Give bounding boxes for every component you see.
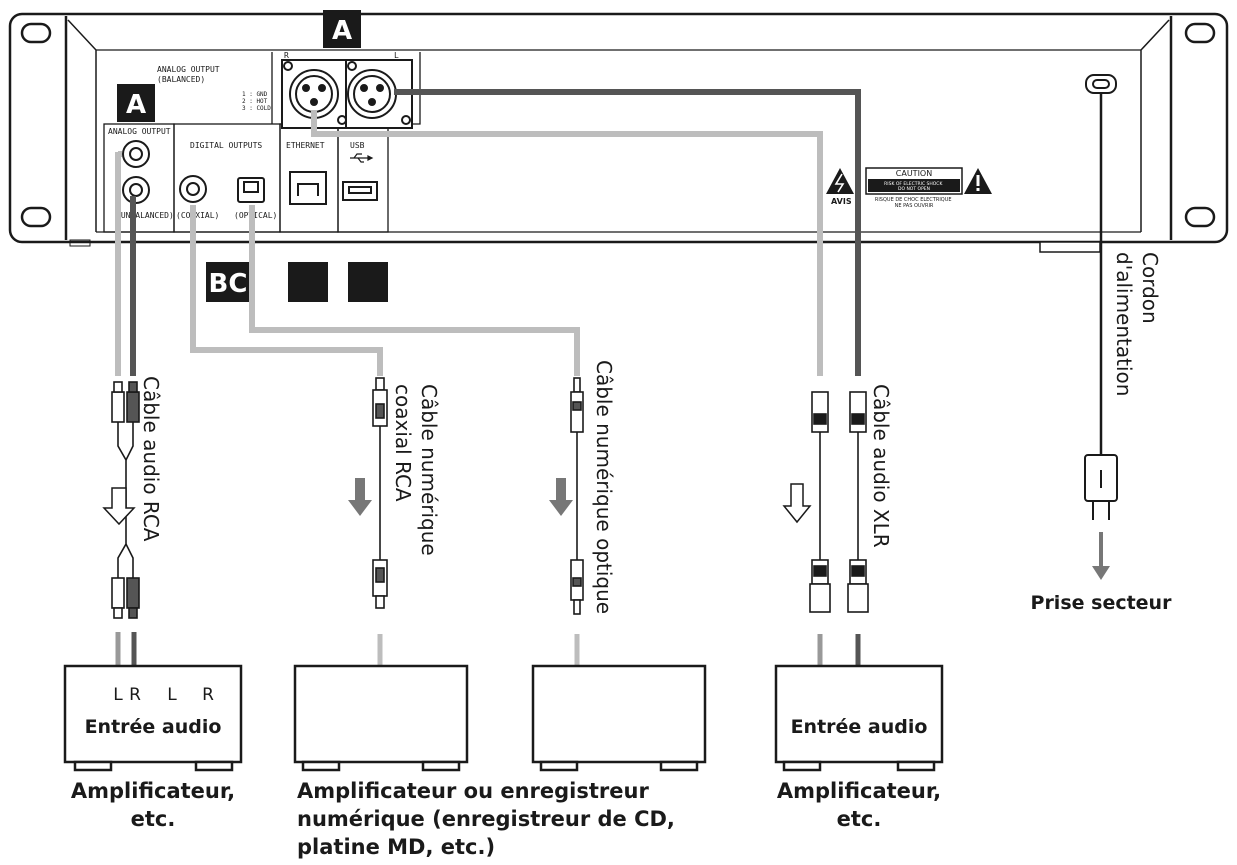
svg-text:A: A (126, 90, 146, 120)
ethernet-label: ETHERNET (286, 141, 325, 150)
channel-label-l2: L (167, 685, 177, 705)
power-cord-label-line1: Cordon (1138, 252, 1162, 324)
ethernet-port (289, 171, 327, 205)
usb-port (342, 181, 378, 201)
xlr-pinout-label: 1 : GND 2 : HOT 3 : COLD (242, 91, 271, 112)
xlr-l-label: L (394, 51, 399, 60)
coaxial-direction-arrow-icon (348, 478, 372, 516)
rca-cable-plugs (111, 381, 140, 619)
optical-label: (OPTICAL) (234, 211, 277, 220)
rca-jack-l (122, 140, 150, 168)
rack-hole-tl (20, 22, 52, 44)
device-box-middle-2 (531, 664, 707, 772)
middle-caption-line3: platine MD, etc.) (297, 835, 495, 859)
rca-cable-label: Câble audio RCA (139, 376, 163, 542)
power-inlet (1085, 74, 1117, 94)
coax-cable-label-line2: coaxial RCA (391, 384, 415, 502)
rack-hole-bl (20, 206, 52, 228)
optical-cable-upper (249, 205, 580, 376)
channel-label-l1: L (113, 685, 123, 705)
left-device-input-label: Entrée audio (85, 716, 222, 738)
rack-hole-br (1184, 206, 1216, 228)
xlr-r-label: R (284, 51, 289, 60)
svg-text:BC: BC (209, 269, 248, 299)
right-caption-line2: etc. (837, 807, 882, 831)
device-box-middle-1 (293, 664, 469, 772)
analog-output-label: ANALOG OUTPUT (108, 127, 171, 136)
right-caption-line1: Amplificateur, (777, 779, 941, 803)
xlr-direction-arrow-icon (782, 483, 812, 524)
xlr-output-l (345, 59, 413, 129)
device-box-left (63, 664, 243, 772)
avis-label: AVIS (831, 197, 852, 206)
device-box-right (774, 664, 944, 772)
xlr-cable-plugs (809, 391, 869, 613)
xlr-cable-l-upper (394, 89, 861, 376)
badge-a-left: A (117, 84, 155, 122)
power-arrow-icon (1092, 532, 1110, 580)
svg-text:A: A (332, 16, 352, 46)
optical-cable-label: Câble numérique optique (592, 360, 616, 614)
left-caption-line1: Amplificateur, (71, 779, 235, 803)
optical-direction-arrow-icon (549, 478, 573, 516)
left-caption-line2: etc. (131, 807, 176, 831)
digital-outputs-label: DIGITAL OUTPUTS (190, 141, 262, 150)
rack-hole-tr (1184, 22, 1216, 44)
badge-block-1 (288, 262, 328, 302)
badge-block-2 (348, 262, 388, 302)
badge-a-top: A (323, 10, 361, 48)
caution-label: AVIS CAUTION RISK OF ELECTRIC SHOCK DO N… (826, 167, 992, 209)
channel-label-r1: R (129, 685, 141, 705)
middle-caption-line2: numérique (enregistreur de CD, (297, 807, 675, 831)
caution-title: CAUTION (896, 169, 932, 178)
mains-outlet-label: Prise secteur (1031, 592, 1173, 614)
unbalanced-label: (UNBALANCED) (116, 211, 174, 220)
coax-cable-label-line1: Câble numérique (417, 384, 441, 556)
usb-icon (350, 153, 374, 163)
rca-direction-arrow-icon (102, 487, 136, 526)
xlr-cable-label: Câble audio XLR (869, 384, 893, 548)
coaxial-label: (COAXIAL) (176, 211, 219, 220)
badge-bc: BC (206, 262, 250, 302)
coaxial-cable-upper (190, 205, 383, 376)
coaxial-jack (179, 175, 207, 203)
power-cord-label-line2: d'alimentation (1112, 252, 1136, 396)
caution-english-text: RISK OF ELECTRIC SHOCK DO NOT OPEN (884, 181, 944, 192)
channel-label-r2: R (202, 685, 214, 705)
optical-jack (237, 177, 265, 203)
usb-label: USB (350, 141, 365, 150)
xlr-cable-r-upper (311, 110, 823, 376)
middle-caption-line1: Amplificateur ou enregistreur (297, 779, 649, 803)
caution-french-text: RISQUE DE CHOC ELECTRIQUE NE PAS OUVRIR (875, 197, 953, 209)
right-device-input-label: Entrée audio (791, 716, 928, 738)
optical-cable-plugs (570, 377, 584, 615)
power-plug-icon (1084, 454, 1118, 520)
coaxial-cable-plugs (372, 377, 388, 609)
analog-output-balanced-label: ANALOG OUTPUT (BALANCED) (157, 65, 224, 84)
warning-lightning-icon (826, 168, 854, 194)
